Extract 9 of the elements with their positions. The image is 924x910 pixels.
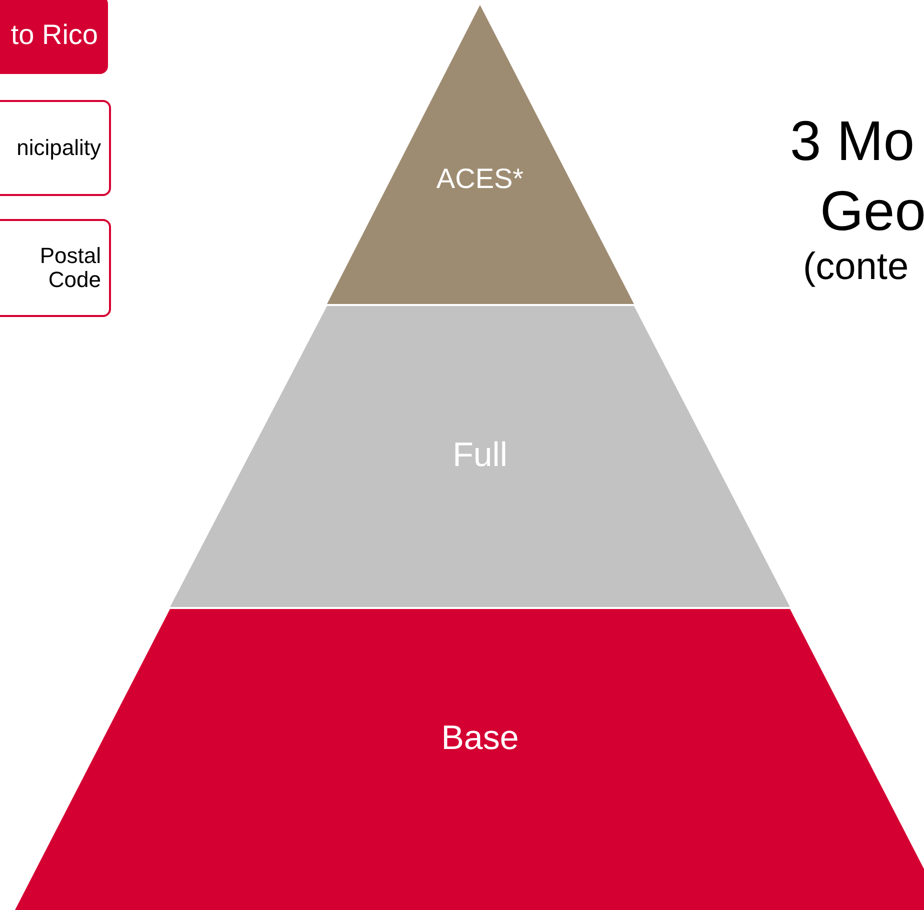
tier-label: Full [452,436,508,475]
filled-box: to Rico [0,0,108,74]
tier-label: ACES* [435,163,525,196]
outlined-box: nicipality [0,100,111,196]
heading-text: 3 Mo [790,108,914,173]
heading-text: (conte [803,246,909,289]
heading-text: Geo [820,178,924,243]
outlined-box: Postal Code [0,219,111,317]
tier-label: Base [440,718,520,758]
